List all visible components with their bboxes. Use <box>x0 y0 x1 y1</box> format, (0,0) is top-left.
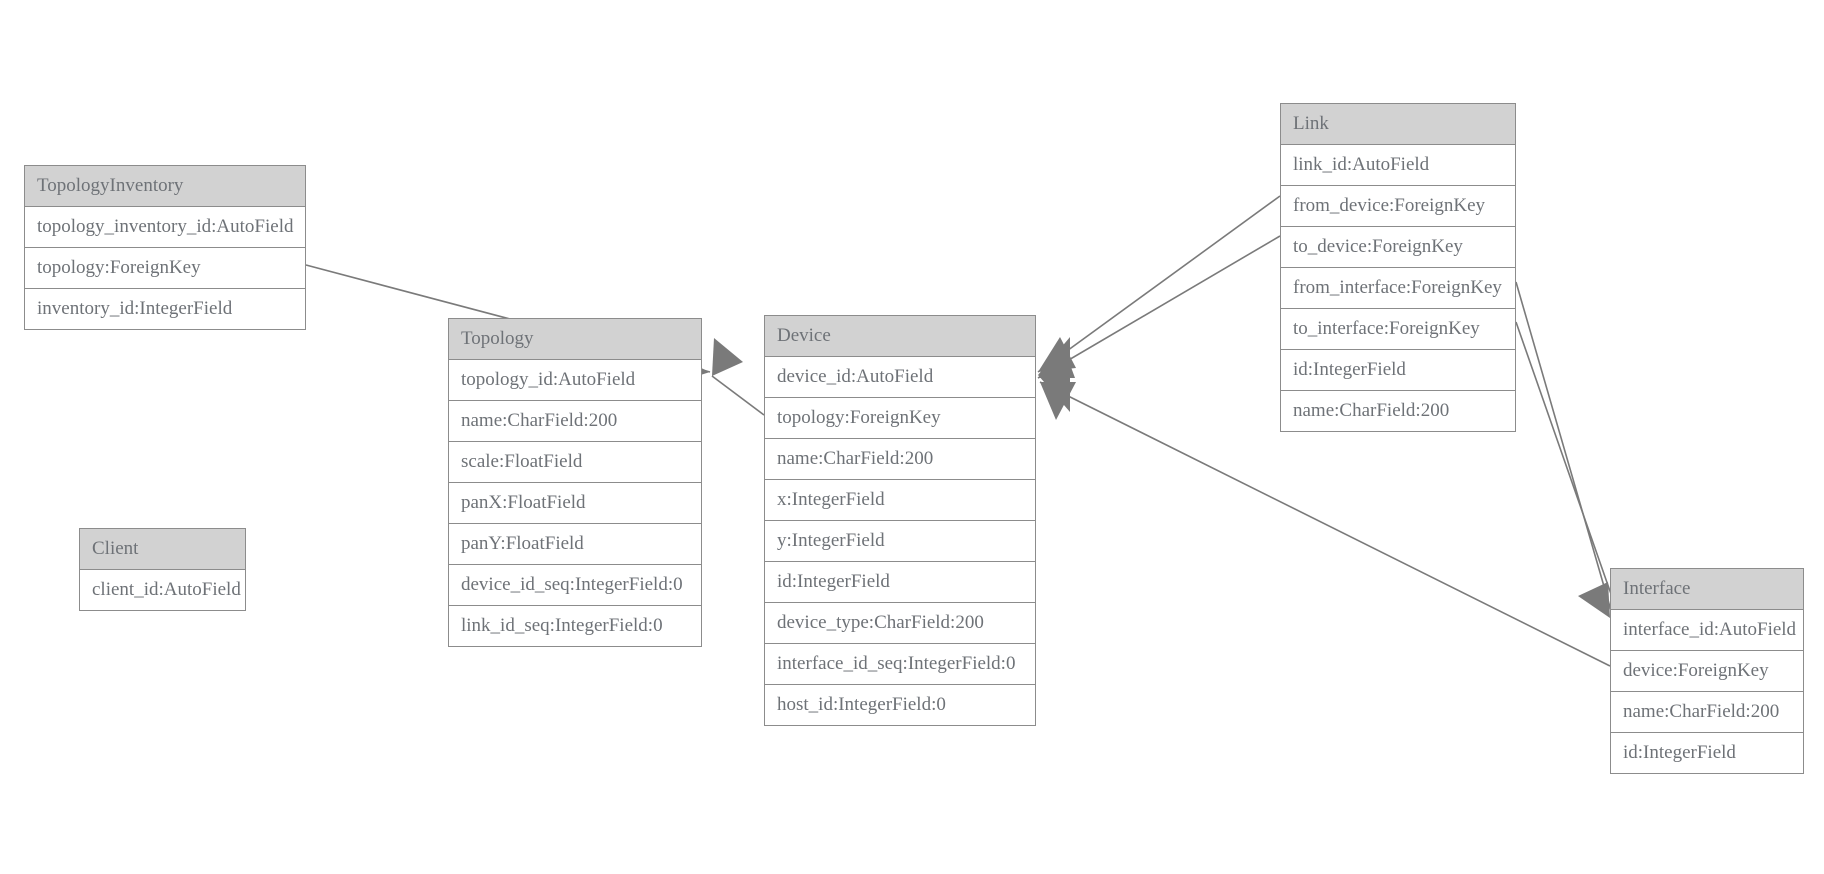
entity-title-topology: Topology <box>449 319 701 360</box>
entity-title-client: Client <box>80 529 245 570</box>
arrowhead-cluster-device <box>1038 337 1070 412</box>
entity-interface[interactable]: Interface interface_id:AutoField device:… <box>1610 568 1804 774</box>
field-row: device_id:AutoField <box>765 357 1035 398</box>
field-row: inventory_id:IntegerField <box>25 289 305 330</box>
field-row: id:IntegerField <box>1611 733 1803 774</box>
entity-topology[interactable]: Topology topology_id:AutoField name:Char… <box>448 318 702 647</box>
field-row: name:CharField:200 <box>449 401 701 442</box>
field-row: topology:ForeignKey <box>25 248 305 289</box>
field-row: topology_id:AutoField <box>449 360 701 401</box>
field-row: to_interface:ForeignKey <box>1281 309 1515 350</box>
field-row: name:CharField:200 <box>1611 692 1803 733</box>
field-row: link_id:AutoField <box>1281 145 1515 186</box>
entity-client[interactable]: Client client_id:AutoField <box>79 528 246 611</box>
relationship-device-topology <box>711 338 765 416</box>
field-row: interface_id_seq:IntegerField:0 <box>765 644 1035 685</box>
field-row: name:CharField:200 <box>1281 391 1515 432</box>
field-row: link_id_seq:IntegerField:0 <box>449 606 701 647</box>
field-row: topology:ForeignKey <box>765 398 1035 439</box>
field-row: client_id:AutoField <box>80 570 245 611</box>
field-row: id:IntegerField <box>1281 350 1515 391</box>
relationship-link-from-interface <box>1515 281 1613 615</box>
entity-title-topologyinventory: TopologyInventory <box>25 166 305 207</box>
entity-title-link: Link <box>1281 104 1515 145</box>
field-row: y:IntegerField <box>765 521 1035 562</box>
field-row: device:ForeignKey <box>1611 651 1803 692</box>
field-row: x:IntegerField <box>765 480 1035 521</box>
field-row: panX:FloatField <box>449 483 701 524</box>
entity-link[interactable]: Link link_id:AutoField from_device:Forei… <box>1280 103 1516 432</box>
relationship-link-to-interface <box>1515 321 1619 618</box>
entity-topologyinventory[interactable]: TopologyInventory topology_inventory_id:… <box>24 165 306 330</box>
field-row: topology_inventory_id:AutoField <box>25 207 305 248</box>
entity-title-interface: Interface <box>1611 569 1803 610</box>
relationship-link-from-device <box>1037 195 1281 373</box>
field-row: panY:FloatField <box>449 524 701 565</box>
entity-title-device: Device <box>765 316 1035 357</box>
field-row: device_type:CharField:200 <box>765 603 1035 644</box>
field-row: host_id:IntegerField:0 <box>765 685 1035 726</box>
entity-device[interactable]: Device device_id:AutoField topology:Fore… <box>764 315 1036 726</box>
field-row: id:IntegerField <box>765 562 1035 603</box>
field-row: interface_id:AutoField <box>1611 610 1803 651</box>
field-row: from_interface:ForeignKey <box>1281 268 1515 309</box>
relationship-link-to-device <box>1037 235 1281 379</box>
field-row: from_device:ForeignKey <box>1281 186 1515 227</box>
field-row: device_id_seq:IntegerField:0 <box>449 565 701 606</box>
field-row: scale:FloatField <box>449 442 701 483</box>
field-row: to_device:ForeignKey <box>1281 227 1515 268</box>
field-row: name:CharField:200 <box>765 439 1035 480</box>
